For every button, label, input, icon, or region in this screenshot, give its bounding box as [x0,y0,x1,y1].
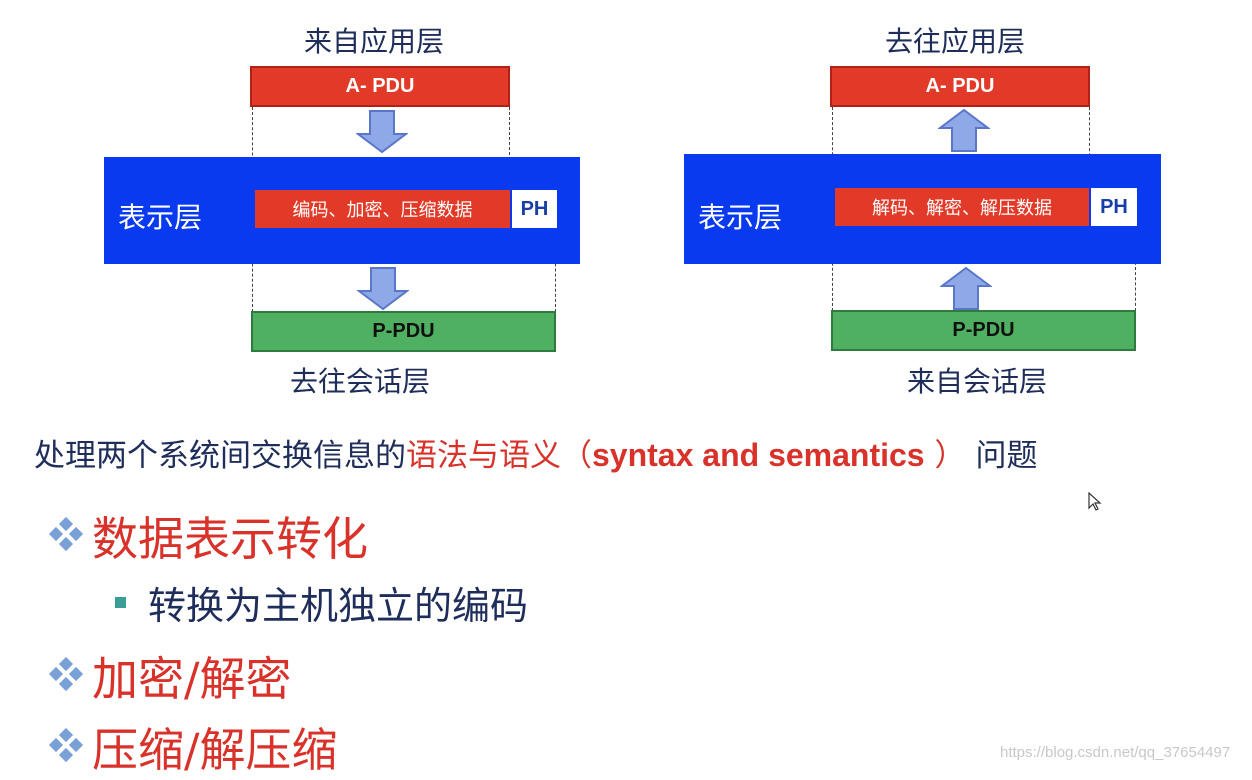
description-paren-close: ） [924,438,966,474]
mouse-cursor-icon [1088,492,1102,511]
bullet-item-3: 压缩/解压缩 [48,714,338,780]
right-a-pdu-label: A- PDU [925,75,995,97]
left-top-caption: 来自应用层 [304,25,445,58]
left-layer-label: 表示层 [118,201,203,234]
bullet-item-3-label: 压缩/解压缩 [92,723,338,777]
left-down-arrow-2-icon [357,267,409,311]
right-dash-line-3 [1135,226,1136,311]
right-up-arrow-2-icon [940,266,992,310]
left-process-label: 编码、加密、压缩数据 [292,200,473,221]
left-down-arrow-icon [356,110,408,154]
sub-bullet-item-1: 转换为主机独立的编码 [115,575,528,630]
right-top-caption: 去往应用层 [885,25,1026,58]
right-layer-label: 表示层 [698,201,783,234]
left-process-box: 编码、加密、压缩数据 [255,190,510,228]
right-p-pdu-box: P-PDU [831,310,1136,351]
sub-bullet-item-1-label: 转换为主机独立的编码 [148,584,529,628]
left-p-pdu-label: P-PDU [372,320,435,342]
right-a-pdu-box: A- PDU [830,66,1090,107]
left-bottom-caption: 去往会话层 [290,365,431,398]
right-ph-box: PH [1091,188,1137,226]
left-p-pdu-box: P-PDU [251,311,556,352]
right-ph-label: PH [1100,195,1128,218]
description-line: 处理两个系统间交换信息的语法与语义（syntax and semantics ）… [34,430,1037,475]
right-process-label: 解码、解密、解压数据 [872,198,1052,219]
right-process-box: 解码、解密、解压数据 [835,188,1089,226]
description-english: syntax and semantics [592,437,925,473]
square-bullet-icon [115,597,126,608]
description-paren-open: （ [561,438,592,474]
watermark: https://blog.csdn.net/qq_37654497 [1000,744,1231,761]
left-dash-line-3 [555,228,556,312]
left-ph-box: PH [512,190,557,228]
right-up-arrow-icon [938,108,990,152]
description-prefix: 处理两个系统间交换信息的 [34,438,406,474]
left-a-pdu-box: A- PDU [250,66,510,107]
bullet-item-1-label: 数据表示转化 [92,512,368,566]
left-dash-line-2 [509,107,510,190]
diamond-bullet-icon [48,657,84,692]
right-bottom-caption: 来自会话层 [907,365,1048,398]
right-dash-line-2 [1089,107,1090,187]
right-p-pdu-label: P-PDU [952,319,1015,341]
diamond-bullet-icon [48,728,84,763]
bullet-item-2-label: 加密/解密 [92,652,292,706]
diamond-bullet-icon [48,517,84,552]
left-a-pdu-label: A- PDU [345,75,415,97]
description-suffix: 问题 [975,438,1038,474]
description-highlight: 语法与语义 [406,438,561,474]
bullet-item-2: 加密/解密 [48,643,292,709]
bullet-item-1: 数据表示转化 [48,503,368,569]
left-ph-label: PH [520,197,549,220]
